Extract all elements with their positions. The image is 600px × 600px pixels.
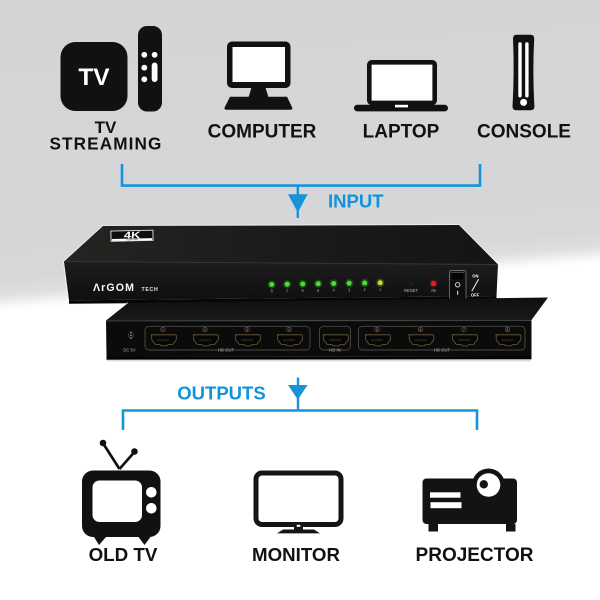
svg-text:1: 1 xyxy=(379,287,382,292)
svg-text:ULTRA HD: ULTRA HD xyxy=(126,238,138,241)
svg-text:HD OUT: HD OUT xyxy=(218,348,234,353)
svg-text:TECH: TECH xyxy=(142,287,159,293)
svg-text:TV: TV xyxy=(95,118,117,137)
svg-text:2: 2 xyxy=(364,287,367,292)
svg-text:OUTPUTS: OUTPUTS xyxy=(177,383,265,404)
svg-text:PROJECTOR: PROJECTOR xyxy=(416,545,534,566)
svg-text:4: 4 xyxy=(333,288,336,293)
svg-text:4: 4 xyxy=(288,328,290,332)
svg-text:INPUT: INPUT xyxy=(328,191,384,212)
svg-text:7: 7 xyxy=(463,328,465,332)
svg-text:7: 7 xyxy=(286,288,289,293)
svg-text:6: 6 xyxy=(420,328,422,332)
svg-text:3: 3 xyxy=(348,287,351,292)
svg-text:5: 5 xyxy=(376,328,378,332)
svg-text:DC 5V: DC 5V xyxy=(123,348,136,353)
svg-text:CONSOLE: CONSOLE xyxy=(477,122,571,143)
svg-text:MONITOR: MONITOR xyxy=(252,544,340,565)
svg-text:TV: TV xyxy=(78,64,110,91)
svg-text:8: 8 xyxy=(507,328,509,332)
svg-text:ON: ON xyxy=(472,274,478,279)
svg-text:HD OUT: HD OUT xyxy=(434,348,450,353)
svg-text:ΛrGOM: ΛrGOM xyxy=(93,282,135,294)
svg-text:RESET: RESET xyxy=(404,288,418,293)
svg-text:2: 2 xyxy=(204,328,206,332)
svg-text:3: 3 xyxy=(246,328,248,332)
svg-text:IN: IN xyxy=(431,288,435,293)
svg-text:OFF: OFF xyxy=(471,292,480,297)
svg-text:6: 6 xyxy=(302,288,305,293)
svg-text:HD IN: HD IN xyxy=(329,348,340,353)
svg-text:COMPUTER: COMPUTER xyxy=(208,122,317,143)
svg-text:5: 5 xyxy=(317,288,320,293)
svg-text:STREAMING: STREAMING xyxy=(49,134,162,154)
svg-text:4K: 4K xyxy=(123,230,140,241)
svg-text:8: 8 xyxy=(271,289,274,294)
svg-text:OLD TV: OLD TV xyxy=(89,544,158,565)
svg-text:LAPTOP: LAPTOP xyxy=(363,122,440,143)
svg-text:1: 1 xyxy=(162,328,164,332)
